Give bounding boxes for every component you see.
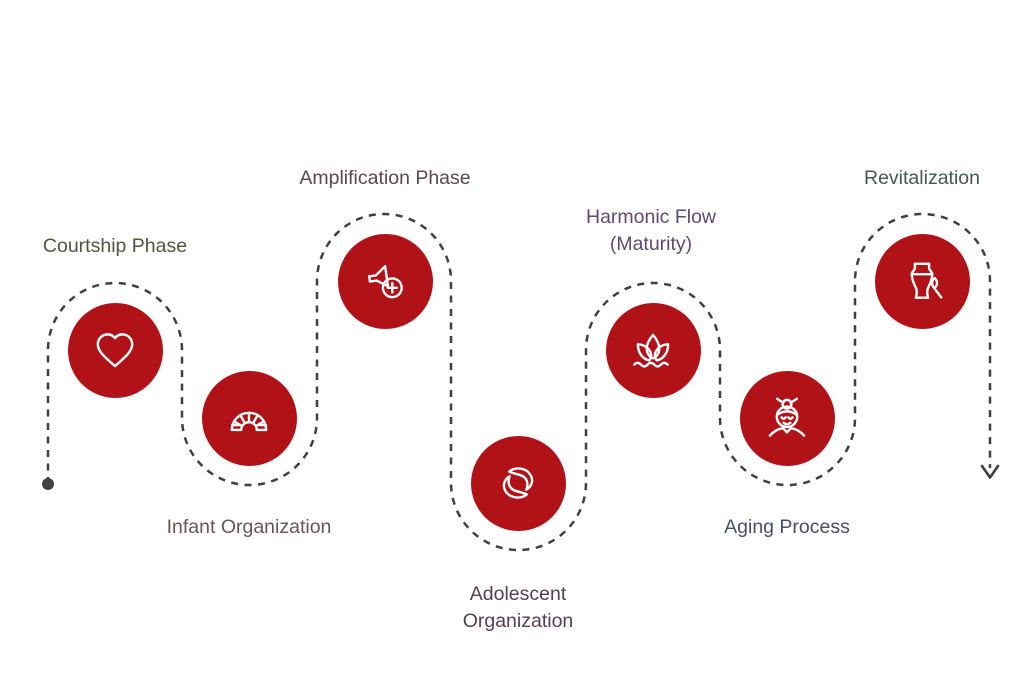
vase-brush-icon	[910, 262, 943, 299]
stage-node-amplification	[337, 233, 433, 329]
stage-label-maturity: Harmonic Flow (Maturity)	[585, 206, 717, 255]
stage-node-adolescent	[470, 435, 566, 531]
stage-label-courtship: Courtship Phase	[42, 235, 188, 257]
dashed-path-line	[46, 212, 992, 552]
lotus-icon	[633, 333, 670, 368]
elder-face-icon	[768, 397, 806, 437]
stage-label-revitalization: Revitalization	[864, 167, 980, 189]
twin-leaf-icon	[502, 467, 534, 499]
stage-node-aging	[739, 370, 835, 466]
stage-label-aging: Aging Process	[724, 516, 850, 538]
arch-icon	[230, 411, 268, 432]
stage-label-adolescent: Adolescent Organization	[462, 583, 574, 632]
stage-node-courtship	[67, 302, 163, 398]
stage-node-infant	[201, 370, 297, 466]
stage-node-maturity	[605, 302, 701, 398]
path-start-dot-icon	[42, 478, 54, 490]
stage-label-amplification: Amplification Phase	[299, 167, 471, 189]
heart-icon	[96, 333, 134, 368]
path-end-arrow-icon	[980, 464, 1000, 479]
stage-node-revitalization	[874, 233, 970, 329]
speaker-plus-icon	[367, 265, 403, 299]
stage-label-infant: Infant Organization	[166, 516, 332, 538]
